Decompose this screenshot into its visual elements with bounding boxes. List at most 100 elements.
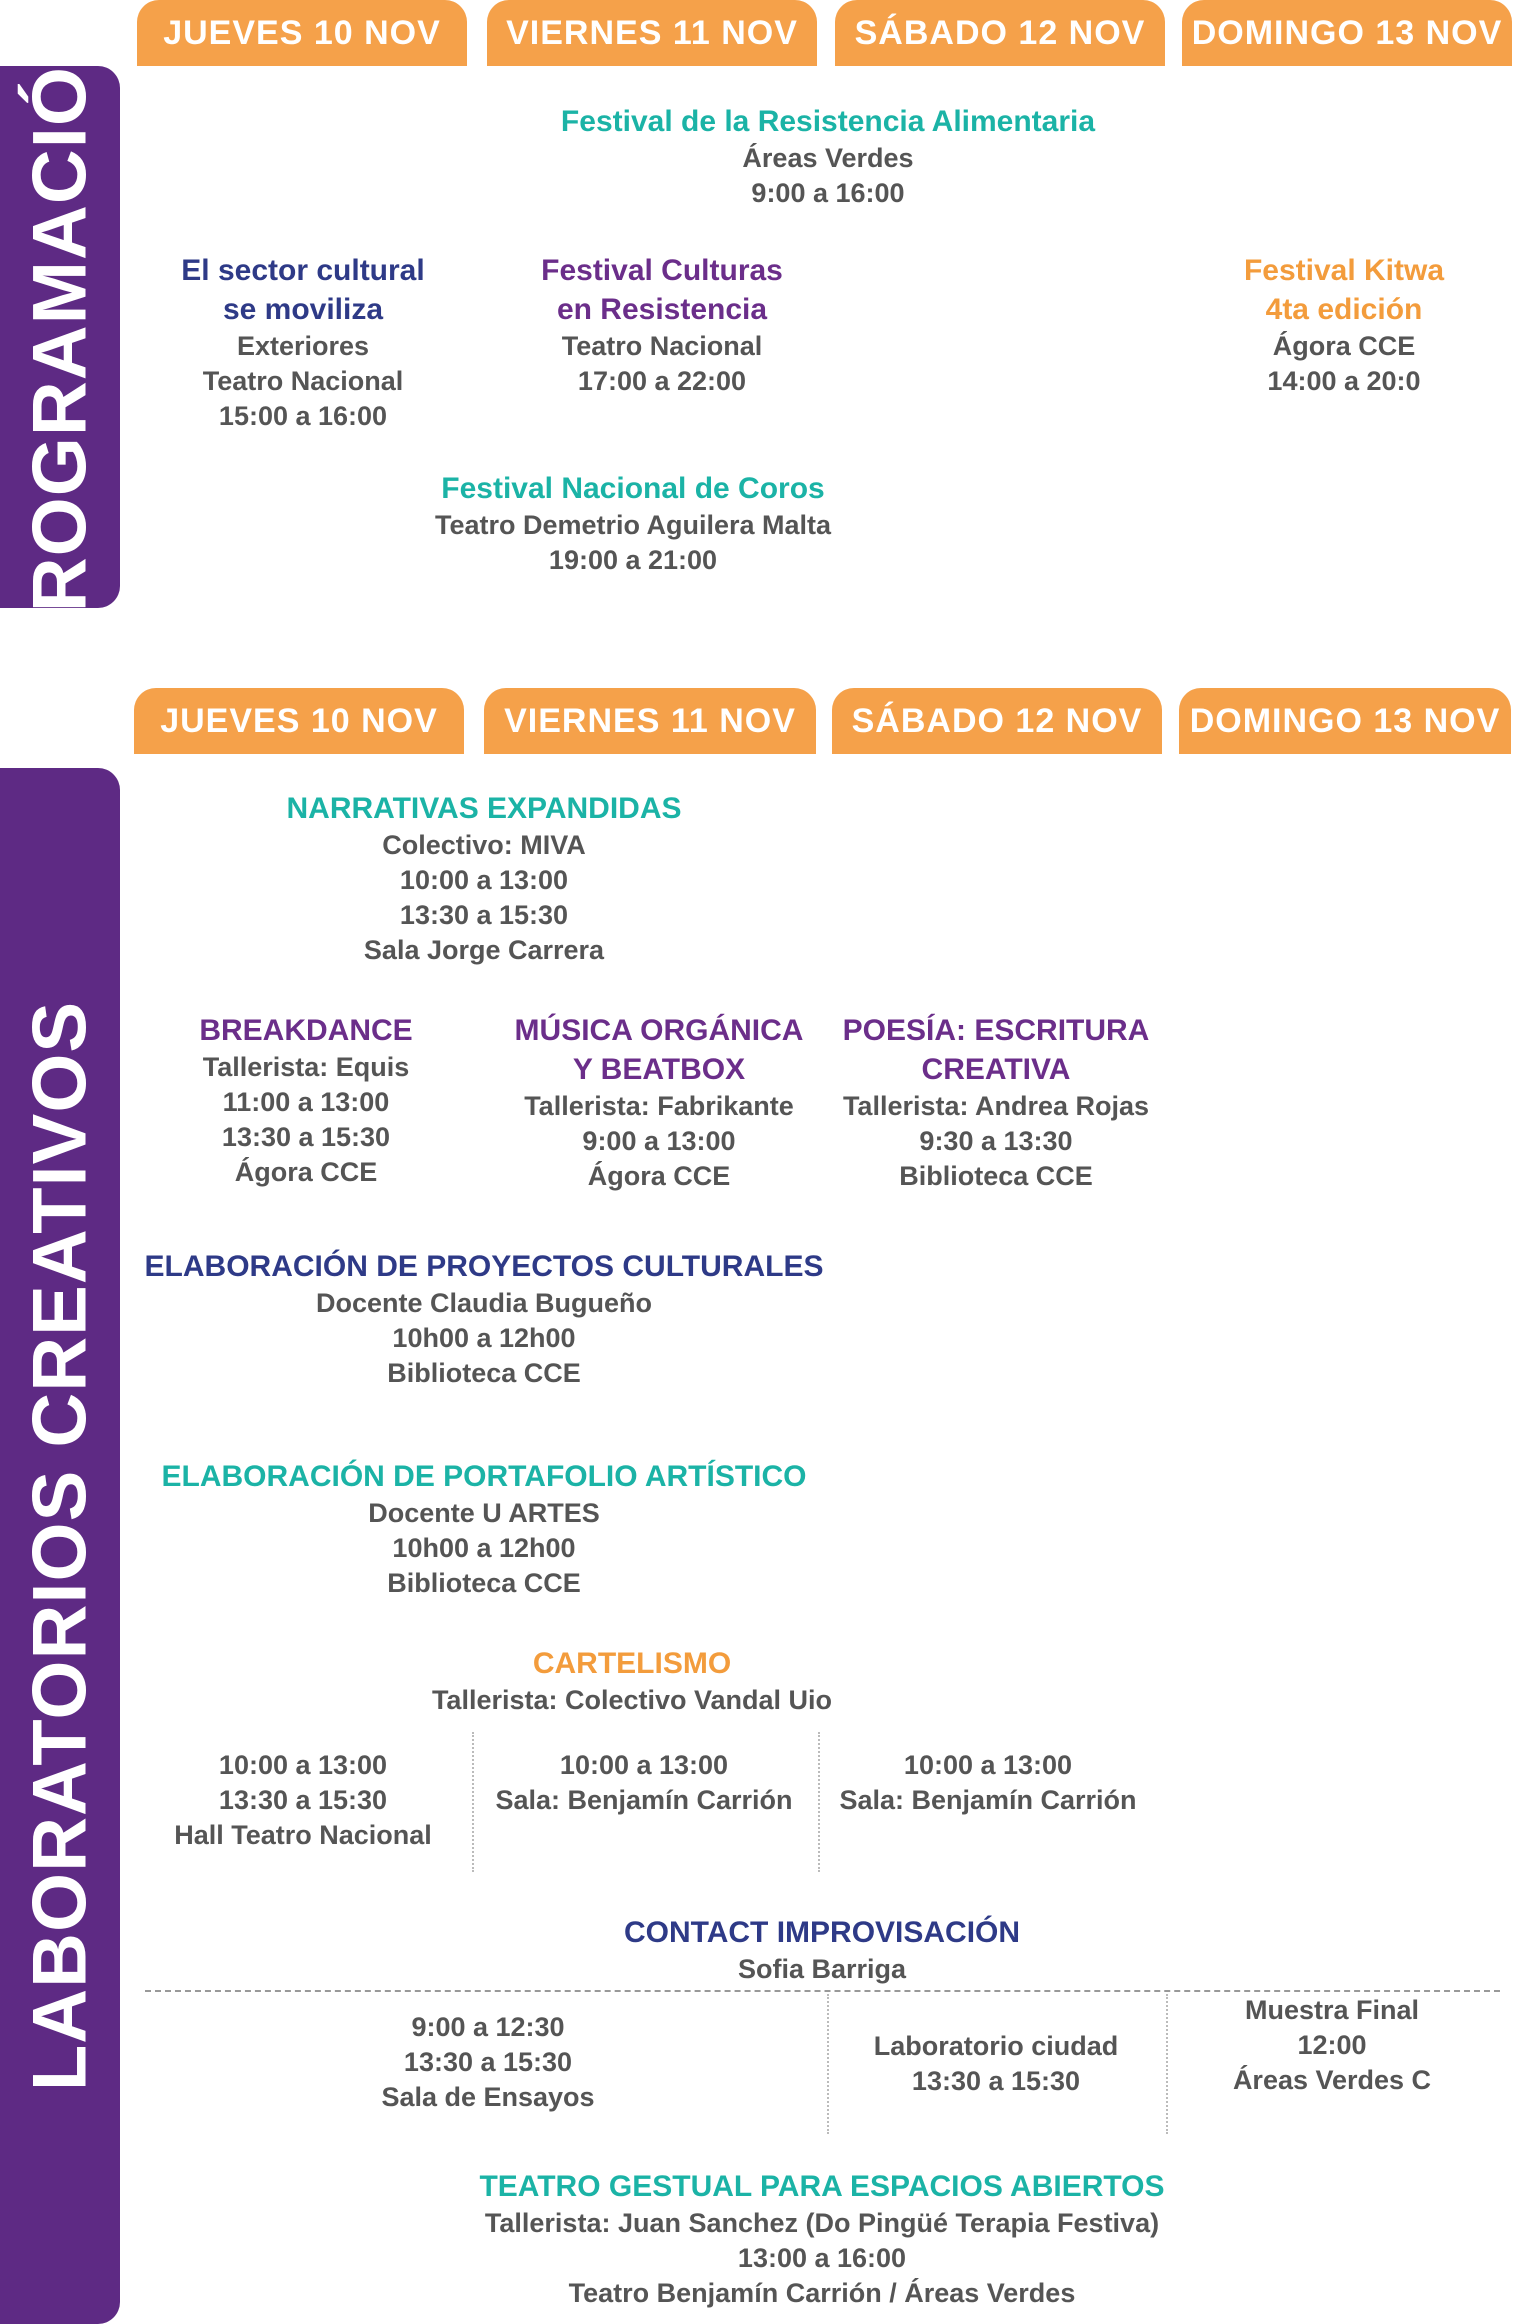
event-title: Festival Nacional de Coros [441, 472, 825, 505]
event-line: 10:00 a 13:00 [903, 1750, 1073, 1780]
event-line: Tallerista: Andrea Rojas [842, 1091, 1150, 1121]
divider [827, 1994, 829, 2134]
cartelismo-saturday: 10:00 a 13:00 Sala: Benjamín Carrión [839, 1748, 1136, 1818]
divider [472, 1732, 474, 1872]
cartelismo-friday: 10:00 a 13:00 Sala: Benjamín Carrión [495, 1748, 792, 1818]
laboratorios-label: LABORATORIOS CREATIVOS [17, 1000, 103, 2092]
event-coros: Festival Nacional de Coros Teatro Demetr… [435, 469, 831, 578]
event-title: El sector cultural [181, 254, 425, 287]
event-line: Tallerista: Fabrikante [524, 1091, 794, 1121]
prog-tab-thursday[interactable]: JUEVES 10 NOV [137, 0, 467, 66]
event-line: 19:00 a 21:00 [548, 545, 718, 575]
event-title: CONTACT IMPROVISACIÓN [623, 1916, 1021, 1949]
lab-poesia: POESÍA: ESCRITURA CREATIVA Tallerista: A… [843, 1011, 1150, 1194]
event-line: 13:30 a 15:30 [399, 900, 569, 930]
event-title: MÚSICA ORGÁNICA [514, 1014, 804, 1047]
contact-sunday: Muestra Final 12:00 Áreas Verdes C [1233, 1993, 1431, 2098]
event-line: 9:30 a 13:30 [919, 1126, 1073, 1156]
event-title: NARRATIVAS EXPANDIDAS [286, 792, 682, 825]
event-title: BREAKDANCE [199, 1014, 413, 1047]
lab-breakdance: BREAKDANCE Tallerista: Equis 11:00 a 13:… [199, 1011, 412, 1190]
event-line: Ágora CCE [1272, 331, 1416, 361]
event-title: en Resistencia [556, 293, 768, 326]
event-line: 9:00 a 12:30 [411, 2012, 565, 2042]
prog-tab-sunday[interactable]: DOMINGO 13 NOV [1182, 0, 1512, 66]
contact-saturday: Laboratorio ciudad 13:30 a 15:30 [874, 2029, 1119, 2099]
event-line: 10:00 a 13:00 [218, 1750, 388, 1780]
event-title: se moviliza [222, 293, 384, 326]
contact-thu-fri: 9:00 a 12:30 13:30 a 15:30 Sala de Ensay… [381, 2010, 594, 2115]
event-line: Teatro Nacional [561, 331, 763, 361]
event-title: Festival Kitwa [1243, 254, 1445, 287]
divider [818, 1732, 820, 1872]
event-title: CARTELISMO [532, 1647, 732, 1680]
event-line: Teatro Benjamín Carrión / Áreas Verdes [568, 2278, 1076, 2308]
event-line: Hall Teatro Nacional [174, 1820, 432, 1850]
event-line: Sala de Ensayos [381, 2082, 595, 2112]
event-line: 14:00 a 20:0 [1267, 366, 1421, 396]
event-kitwa: Festival Kitwa 4ta edición Ágora CCE 14:… [1244, 251, 1444, 399]
event-line: Teatro Demetrio Aguilera Malta [434, 510, 832, 540]
event-line: 9:00 a 16:00 [751, 178, 905, 208]
event-line: Docente U ARTES [368, 1498, 600, 1528]
lab-portafolio: ELABORACIÓN DE PORTAFOLIO ARTÍSTICO Doce… [162, 1457, 807, 1601]
event-line: Tallerista: Colectivo Vandal Uio [431, 1685, 833, 1715]
dashed-divider [145, 1990, 1500, 1992]
event-line: Biblioteca CCE [899, 1161, 1093, 1191]
laboratorios-side-label: LABORATORIOS CREATIVOS [0, 768, 120, 2324]
prog-tab-friday[interactable]: VIERNES 11 NOV [487, 0, 817, 66]
event-title: CREATIVA [921, 1053, 1071, 1086]
event-title: POESÍA: ESCRITURA [842, 1014, 1150, 1047]
event-line: 9:00 a 13:00 [582, 1126, 736, 1156]
lab-narrativas: NARRATIVAS EXPANDIDAS Colectivo: MIVA 10… [286, 789, 681, 968]
lab-tab-friday[interactable]: VIERNES 11 NOV [484, 688, 816, 754]
event-line: Sala: Benjamín Carrión [839, 1785, 1137, 1815]
event-line: Ágora CCE [234, 1157, 378, 1187]
event-line: 13:00 a 16:00 [737, 2243, 907, 2273]
event-line: Sofia Barriga [737, 1954, 907, 1984]
event-line: Biblioteca CCE [387, 1358, 581, 1388]
event-line: 17:00 a 22:00 [577, 366, 747, 396]
event-line: 13:30 a 15:30 [218, 1785, 388, 1815]
event-line: 13:30 a 15:30 [403, 2047, 573, 2077]
event-line: Sala Jorge Carrera [363, 935, 605, 965]
event-line: 12:00 [1297, 2030, 1367, 2060]
event-title: Y BEATBOX [572, 1053, 746, 1086]
event-line: Tallerista: Juan Sanchez (Do Pingüé Tera… [484, 2208, 1160, 2238]
event-title: ELABORACIÓN DE PORTAFOLIO ARTÍSTICO [161, 1460, 807, 1493]
event-line: 10:00 a 13:00 [559, 1750, 729, 1780]
event-title: Festival Culturas [541, 254, 783, 287]
event-line: Áreas Verdes C [1232, 2065, 1432, 2095]
event-sector-cultural: El sector cultural se moviliza Exteriore… [181, 251, 424, 434]
lab-cartelismo: CARTELISMO Tallerista: Colectivo Vandal … [432, 1644, 832, 1718]
event-title: ELABORACIÓN DE PROYECTOS CULTURALES [144, 1250, 824, 1283]
event-line: 13:30 a 15:30 [221, 1122, 391, 1152]
event-line: 15:00 a 16:00 [218, 401, 388, 431]
event-line: 10h00 a 12h00 [392, 1323, 576, 1353]
event-line: 10h00 a 12h00 [392, 1533, 576, 1563]
lab-tab-saturday[interactable]: SÁBADO 12 NOV [832, 688, 1162, 754]
lab-proyectos-culturales: ELABORACIÓN DE PROYECTOS CULTURALES Doce… [145, 1247, 824, 1391]
event-line: Ágora CCE [587, 1161, 731, 1191]
event-line: Tallerista: Equis [202, 1052, 410, 1082]
event-line: Laboratorio ciudad [873, 2031, 1119, 2061]
event-culturas-resistencia: Festival Culturas en Resistencia Teatro … [541, 251, 783, 399]
event-line: 10:00 a 13:00 [399, 865, 569, 895]
event-line: Muestra Final [1244, 1995, 1420, 2025]
prog-tab-saturday[interactable]: SÁBADO 12 NOV [835, 0, 1165, 66]
lab-musica-organica: MÚSICA ORGÁNICA Y BEATBOX Tallerista: Fa… [515, 1011, 804, 1194]
programacion-label: PROGRAMACIÓN [17, 10, 103, 664]
divider [1166, 1994, 1168, 2134]
lab-teatro-gestual: TEATRO GESTUAL PARA ESPACIOS ABIERTOS Ta… [479, 2167, 1164, 2311]
event-line: Docente Claudia Bugueño [315, 1288, 653, 1318]
event-line: Biblioteca CCE [387, 1568, 581, 1598]
lab-tab-sunday[interactable]: DOMINGO 13 NOV [1179, 688, 1511, 754]
event-line: Colectivo: MIVA [382, 830, 586, 860]
cartelismo-thursday: 10:00 a 13:00 13:30 a 15:30 Hall Teatro … [174, 1748, 432, 1853]
event-resistencia-alimentaria: Festival de la Resistencia Alimentaria Á… [561, 102, 1095, 211]
lab-contact-improvisacion: CONTACT IMPROVISACIÓN Sofia Barriga [624, 1913, 1020, 1987]
lab-tab-thursday[interactable]: JUEVES 10 NOV [134, 688, 464, 754]
event-line: Sala: Benjamín Carrión [495, 1785, 793, 1815]
event-line: Áreas Verdes [742, 143, 914, 173]
event-title: TEATRO GESTUAL PARA ESPACIOS ABIERTOS [479, 2170, 1165, 2203]
